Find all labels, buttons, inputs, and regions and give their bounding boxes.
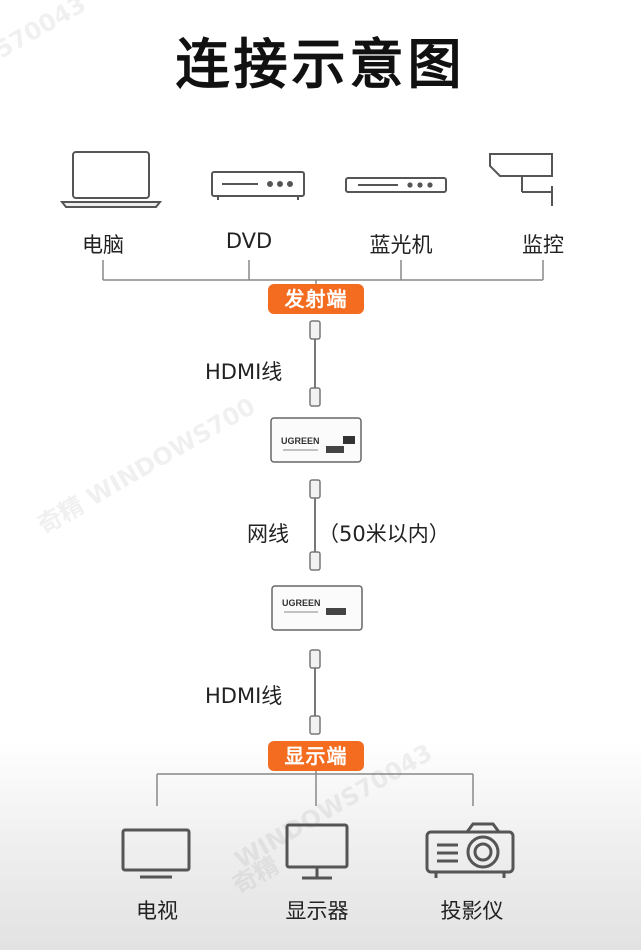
display-label-projector: 投影仪	[440, 899, 504, 923]
display-label-monitor: 显示器	[285, 899, 349, 923]
hdmi-cable-label-top: HDMI线	[205, 360, 283, 384]
dvd-player-icon	[211, 171, 305, 200]
sender-badge: 发射端	[268, 284, 364, 314]
hdmi-cable-label-bottom: HDMI线	[205, 684, 283, 708]
source-label-dvd: DVD	[225, 229, 273, 253]
transmitter-brand-label: UGREEN	[281, 436, 320, 446]
laptop-icon	[59, 151, 163, 208]
source-label-computer: 电脑	[82, 233, 124, 257]
tv-icon	[121, 828, 191, 879]
network-cable-label: 网线	[247, 522, 289, 546]
source-bracket	[102, 260, 544, 285]
page-title: 连接示意图	[175, 33, 466, 96]
transmitter-box	[270, 417, 362, 463]
network-cable	[309, 479, 321, 571]
source-label-bluray: 蓝光机	[369, 233, 433, 257]
hdmi-cable-top	[309, 320, 321, 407]
receiver-badge: 显示端	[268, 741, 364, 771]
cctv-camera-icon	[489, 153, 553, 206]
source-label-surveillance: 监控	[522, 233, 564, 257]
network-cable-note: （50米以内）	[318, 522, 450, 546]
receiver-brand-label: UGREEN	[282, 598, 321, 608]
monitor-icon	[285, 823, 349, 880]
hdmi-cable-bottom	[309, 649, 321, 735]
receiver-box	[271, 585, 363, 631]
projector-icon	[425, 822, 515, 878]
display-label-tv: 电视	[136, 899, 178, 923]
bluray-player-icon	[345, 177, 447, 193]
display-bracket	[156, 770, 474, 806]
